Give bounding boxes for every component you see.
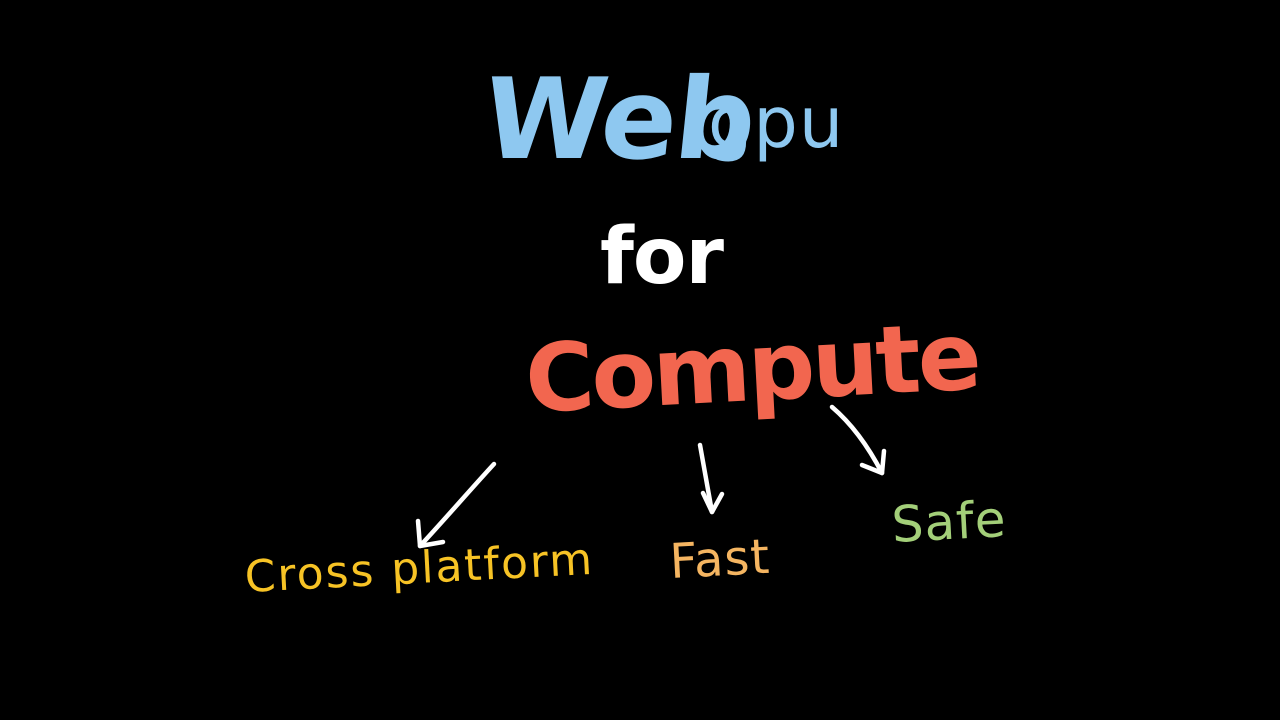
center-node-compute: Compute bbox=[522, 302, 982, 435]
arrowhead bbox=[700, 490, 725, 515]
connector-for: for bbox=[600, 212, 724, 302]
arrow-line bbox=[697, 442, 715, 515]
arrowhead bbox=[859, 448, 887, 476]
branch-cross-platform: Cross platform bbox=[243, 533, 596, 603]
arrow-line bbox=[417, 461, 497, 549]
arrow-to-fast bbox=[697, 442, 725, 515]
title-gpu: gpu bbox=[708, 82, 845, 164]
branch-fast: Fast bbox=[668, 528, 772, 590]
arrow-to-cross-platform bbox=[415, 461, 497, 549]
branch-safe: Safe bbox=[890, 490, 1008, 554]
